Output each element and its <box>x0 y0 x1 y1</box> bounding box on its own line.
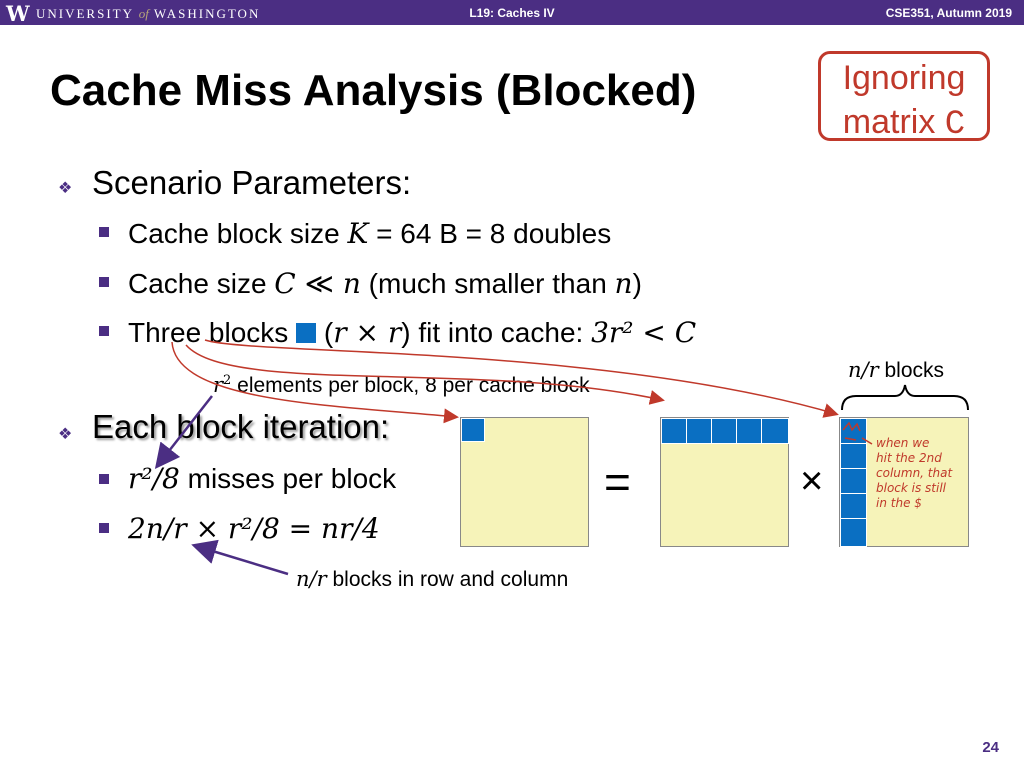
scenario-item-cache-size: Cache size C ≪ n (much smaller than n) <box>128 267 642 300</box>
row-block <box>736 418 762 444</box>
column-block <box>840 518 867 547</box>
diamond-bullet-icon: ❖ <box>58 180 73 197</box>
matrix-result <box>460 417 589 547</box>
callout-line-2: matrix C <box>842 103 966 144</box>
red-arrow-to-right <box>204 339 839 418</box>
row-column-note: n/r blocks in row and column <box>296 567 569 591</box>
purple-arrow-to-r2 <box>154 395 213 469</box>
scenario-heading: Scenario Parameters: <box>92 164 412 201</box>
red-arrow-to-result <box>171 341 459 424</box>
column-block <box>840 493 867 519</box>
square-bullet-icon <box>99 523 109 533</box>
page-number: 24 <box>982 739 999 756</box>
ink-scribble <box>842 421 861 441</box>
equals-sign: = <box>604 456 631 508</box>
matrix-right <box>839 417 969 547</box>
result-block <box>461 418 485 442</box>
slide-title: Cache Miss Analysis (Blocked) <box>50 66 697 115</box>
diamond-bullet-icon: ❖ <box>58 426 73 443</box>
header-bar: W UNIVERSITY of WASHINGTON L19: Caches I… <box>0 0 1024 26</box>
row-block <box>761 418 789 444</box>
red-arrow-to-left <box>185 344 665 405</box>
handwritten-note: when we hit the 2nd column, that block i… <box>876 436 953 510</box>
iteration-item-total: 2n/r × r²/8 = nr/4 <box>128 512 380 545</box>
blue-block-icon <box>296 323 317 343</box>
square-bullet-icon <box>99 474 109 484</box>
ignoring-matrix-callout: Ignoring matrix C <box>818 51 990 144</box>
purple-arrow-to-nr <box>191 539 289 576</box>
matrix-left <box>660 417 789 547</box>
nr-blocks-note: n/r blocks <box>848 358 944 382</box>
row-block <box>686 418 712 444</box>
square-bullet-icon <box>99 227 109 237</box>
university-name: UNIVERSITY of WASHINGTON <box>36 6 261 21</box>
scenario-item-three-blocks: Three blocks (r × r) fit into cache: 3r²… <box>128 316 697 349</box>
square-bullet-icon <box>99 326 109 336</box>
course-label: CSE351, Autumn 2019 <box>885 6 1012 20</box>
iteration-heading: Each block iteration: <box>92 408 390 445</box>
uw-logo-icon: W <box>6 1 30 26</box>
lecture-title: L19: Caches IV <box>469 6 555 20</box>
times-sign: × <box>800 459 824 503</box>
brace-nr-blocks <box>841 384 969 411</box>
ink-arrow <box>861 437 873 445</box>
callout-line-1: Ignoring <box>842 59 966 97</box>
scenario-item-block-size: Cache block size K = 64 B = 8 doubles <box>128 217 612 250</box>
square-bullet-icon <box>99 277 109 287</box>
column-block <box>840 468 867 494</box>
